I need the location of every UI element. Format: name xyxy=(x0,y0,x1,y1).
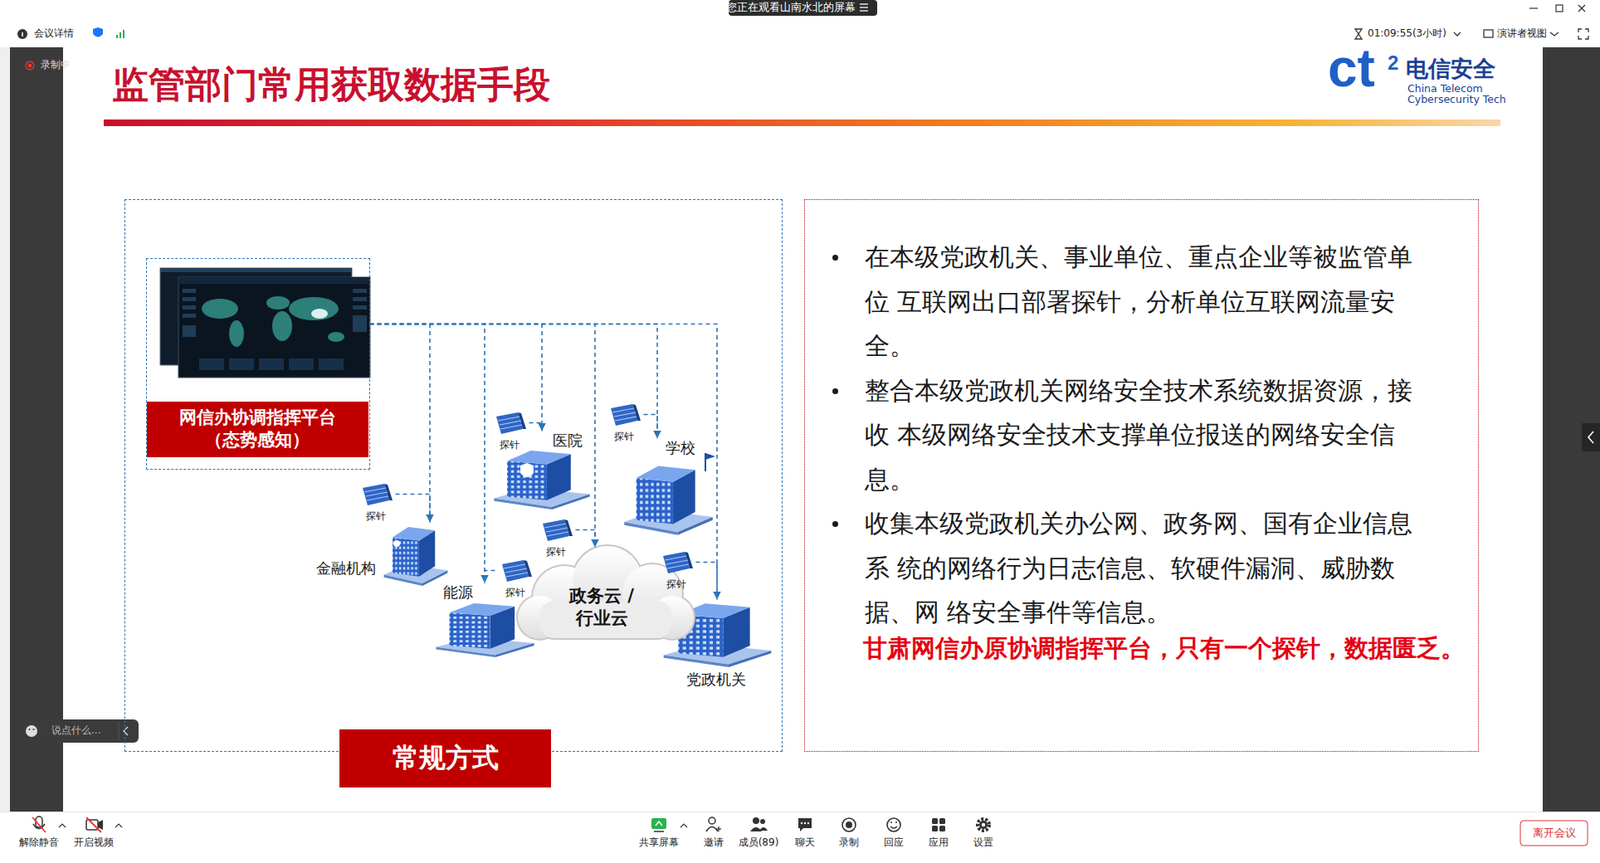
site-label: 党政机关 xyxy=(686,670,747,689)
toolbar-label: 设置 xyxy=(973,837,994,849)
platform-box: 网信办协调指挥平台 （态势感知） xyxy=(146,258,371,470)
toolbar-label: 聊天 xyxy=(795,837,815,849)
slide-title: 监管部门常用获取数据手段 xyxy=(112,63,551,107)
toolbar-label: 应用 xyxy=(928,837,949,849)
cloud-label: 政务云 /行业云 xyxy=(558,585,646,630)
bullet-dot xyxy=(832,521,839,527)
dashed-connector xyxy=(370,324,659,440)
region-panel: 网信办协调指挥平台 （态势感知） 医院 学校金融机构能源 政务云 /行业云党政机关 探针… xyxy=(124,199,783,752)
probe-label: 探针 xyxy=(356,509,396,523)
probe-label: 探针 xyxy=(489,438,530,452)
dashed-connector xyxy=(529,423,543,432)
text-panel: 在本级党政机关、事业单位、重点企业等被监管单位 互联网出口部署探针，分析单位互联… xyxy=(804,199,1479,752)
view-mode: 演讲者视图 xyxy=(1497,28,1547,40)
probe-label: 探针 xyxy=(604,429,644,444)
probe-label: 探针 xyxy=(656,577,697,591)
probe-label: 探针 xyxy=(495,585,536,600)
site-building: 金融机构 xyxy=(314,522,451,590)
toolbar-label: 解除静音 xyxy=(19,837,59,849)
site-building: 学校 xyxy=(620,439,717,538)
probe-device: 探针 xyxy=(356,481,396,527)
dashed-connector xyxy=(484,570,496,584)
bullet-text: 整合本级党政机关网络安全技术系统数据资源，接收 本级网络安全技术支撑单位报送的网… xyxy=(864,369,1435,503)
dashed-connector xyxy=(370,324,543,432)
site-label: 医院 xyxy=(552,431,583,450)
recording-status: 录制中 xyxy=(40,59,71,72)
logo-name: 电信安全 xyxy=(1405,55,1496,82)
toolbar-label: 共享屏幕 xyxy=(639,837,679,849)
dashed-connector xyxy=(696,562,718,600)
dashed-connector xyxy=(370,324,718,600)
dashed-connector xyxy=(395,494,431,523)
chat-input-hint: 说点什么... xyxy=(51,725,101,737)
bullet-text: 收集本级党政机关办公网、政务网、国有企业信息系 统的网络行为日志信息、软硬件漏洞… xyxy=(864,502,1435,636)
leave-button: 离开会议 xyxy=(1532,827,1576,840)
dashed-connector xyxy=(643,414,659,440)
logo-mark: 2 xyxy=(1387,53,1399,74)
probe-device: 探针 xyxy=(536,517,576,562)
site-label: 学校 xyxy=(665,439,696,458)
panel-tag: 常规方式 xyxy=(339,729,552,788)
probe-label: 探针 xyxy=(536,545,576,559)
dashed-connector xyxy=(370,324,486,584)
bullet-dot xyxy=(832,388,839,395)
dashed-connector xyxy=(370,324,596,548)
bullet-dot xyxy=(832,254,839,261)
bullet-text: 在本级党政机关、事业单位、重点企业等被监管单位 互联网出口部署探针，分析单位互联… xyxy=(864,235,1435,370)
probe-device: 探针 xyxy=(604,401,644,447)
toolbar-label: 成员(89) xyxy=(738,837,780,849)
toolbar-label: 录制 xyxy=(839,837,859,849)
probe-device: 探针 xyxy=(489,409,530,455)
site-label: 金融机构 xyxy=(316,559,376,578)
toolbar-label: 开启视频 xyxy=(73,837,114,849)
toolbar-label: 邀请 xyxy=(703,837,724,849)
logo-english: Cybersecurity Tech xyxy=(1407,93,1507,106)
meeting-info: 会议详情 xyxy=(34,28,74,40)
logo-mark: ct xyxy=(1327,41,1376,95)
dashed-connector xyxy=(370,324,431,523)
platform-label: 网信办协调指挥平台 （态势感知） xyxy=(146,401,369,458)
screen-share-notice: 您正在观看山南水北的屏幕 xyxy=(726,1,856,15)
site-building: 党政机关 xyxy=(658,600,776,690)
note-text: 甘肃网信办原协调指挥平台，只有一个探针，数据匮乏。 xyxy=(863,631,1465,665)
site-label: 能源 xyxy=(443,583,474,602)
cloud-node: 政务云 /行业云 xyxy=(515,547,694,639)
meeting-timer: 01:09:55(3小时) xyxy=(1367,28,1447,40)
probe-device: 探针 xyxy=(656,549,697,595)
probe-device: 探针 xyxy=(495,557,536,603)
dashed-connector xyxy=(575,530,596,548)
toolbar-label: 回应 xyxy=(883,837,904,849)
